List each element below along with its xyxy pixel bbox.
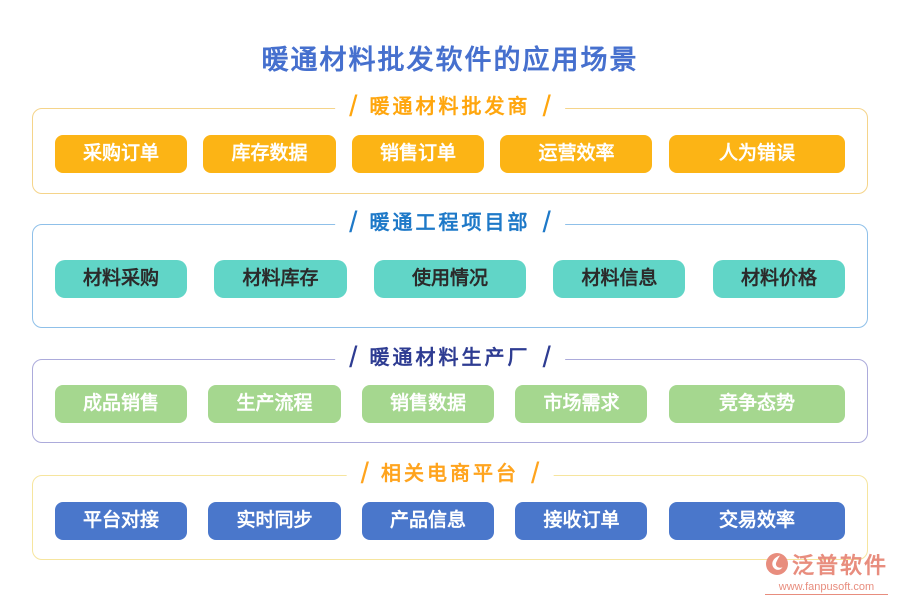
item-material-price: 材料价格 bbox=[712, 260, 845, 298]
section-title: 相关电商平台 bbox=[381, 463, 519, 485]
item-sales-data: 销售数据 bbox=[361, 385, 494, 423]
page-title: 暖通材料批发软件的应用场景 bbox=[261, 45, 639, 75]
section-ecommerce-platforms-header: / 相关电商平台 / bbox=[346, 457, 554, 490]
section-project-department: / 暖通工程项目部 / 材料采购 材料库存 使用情况 材料信息 材料价格 bbox=[32, 208, 868, 328]
item-finished-product-sales: 成品销售 bbox=[55, 385, 188, 423]
section-manufacturer: / 暖通材料生产厂 / 成品销售 生产流程 销售数据 市场需求 竞争态势 bbox=[32, 343, 868, 443]
section-title: 暖通工程项目部 bbox=[369, 212, 531, 234]
slash-decoration: / bbox=[542, 206, 551, 239]
pill-row: 成品销售 生产流程 销售数据 市场需求 竞争态势 bbox=[33, 379, 867, 423]
section-project-department-header: / 暖通工程项目部 / bbox=[335, 208, 565, 238]
item-purchase-orders: 采购订单 bbox=[55, 135, 188, 173]
section-title: 暖通材料批发商 bbox=[369, 96, 531, 118]
item-sales-orders: 销售订单 bbox=[351, 135, 484, 173]
item-receive-orders: 接收订单 bbox=[515, 501, 648, 540]
section-wholesaler-header: / 暖通材料批发商 / bbox=[335, 92, 565, 122]
item-operation-efficiency: 运营效率 bbox=[500, 135, 653, 173]
pill-row: 采购订单 库存数据 销售订单 运营效率 人为错误 bbox=[33, 129, 867, 173]
item-platform-integration: 平台对接 bbox=[55, 501, 188, 540]
item-market-demand: 市场需求 bbox=[515, 385, 648, 423]
item-production-process: 生产流程 bbox=[208, 385, 341, 423]
section-wholesaler: / 暖通材料批发商 / 采购订单 库存数据 销售订单 运营效率 人为错误 bbox=[32, 92, 868, 194]
slash-decoration: / bbox=[360, 457, 369, 490]
fanpu-logo-url: www.fanpusoft.com bbox=[764, 580, 888, 595]
section-ecommerce-platforms: / 相关电商平台 / 平台对接 实时同步 产品信息 接收订单 交易效率 bbox=[32, 459, 868, 560]
fanpu-logo: 泛普软件 www.fanpusoft.com bbox=[764, 548, 888, 595]
pill-row: 平台对接 实时同步 产品信息 接收订单 交易效率 bbox=[33, 496, 867, 540]
pill-row: 材料采购 材料库存 使用情况 材料信息 材料价格 bbox=[33, 254, 867, 298]
item-product-info: 产品信息 bbox=[361, 501, 494, 540]
slash-decoration: / bbox=[542, 341, 551, 374]
item-material-inventory: 材料库存 bbox=[214, 260, 347, 298]
item-usage-status: 使用情况 bbox=[373, 260, 526, 298]
slash-decoration: / bbox=[349, 206, 358, 239]
slash-decoration: / bbox=[349, 341, 358, 374]
slash-decoration: / bbox=[531, 457, 540, 490]
section-manufacturer-header: / 暖通材料生产厂 / bbox=[335, 343, 565, 373]
slash-decoration: / bbox=[542, 90, 551, 123]
item-inventory-data: 库存数据 bbox=[203, 135, 336, 173]
item-realtime-sync: 实时同步 bbox=[208, 501, 341, 540]
section-title: 暖通材料生产厂 bbox=[369, 347, 531, 369]
item-material-procurement: 材料采购 bbox=[55, 260, 188, 298]
item-transaction-efficiency: 交易效率 bbox=[668, 501, 845, 540]
item-human-error: 人为错误 bbox=[668, 135, 845, 173]
slash-decoration: / bbox=[349, 90, 358, 123]
fanpu-logo-text: 泛普软件 bbox=[791, 553, 888, 578]
item-material-info: 材料信息 bbox=[553, 260, 686, 298]
fanpu-swirl-icon bbox=[765, 552, 789, 576]
item-competition-situation: 竞争态势 bbox=[668, 385, 845, 423]
